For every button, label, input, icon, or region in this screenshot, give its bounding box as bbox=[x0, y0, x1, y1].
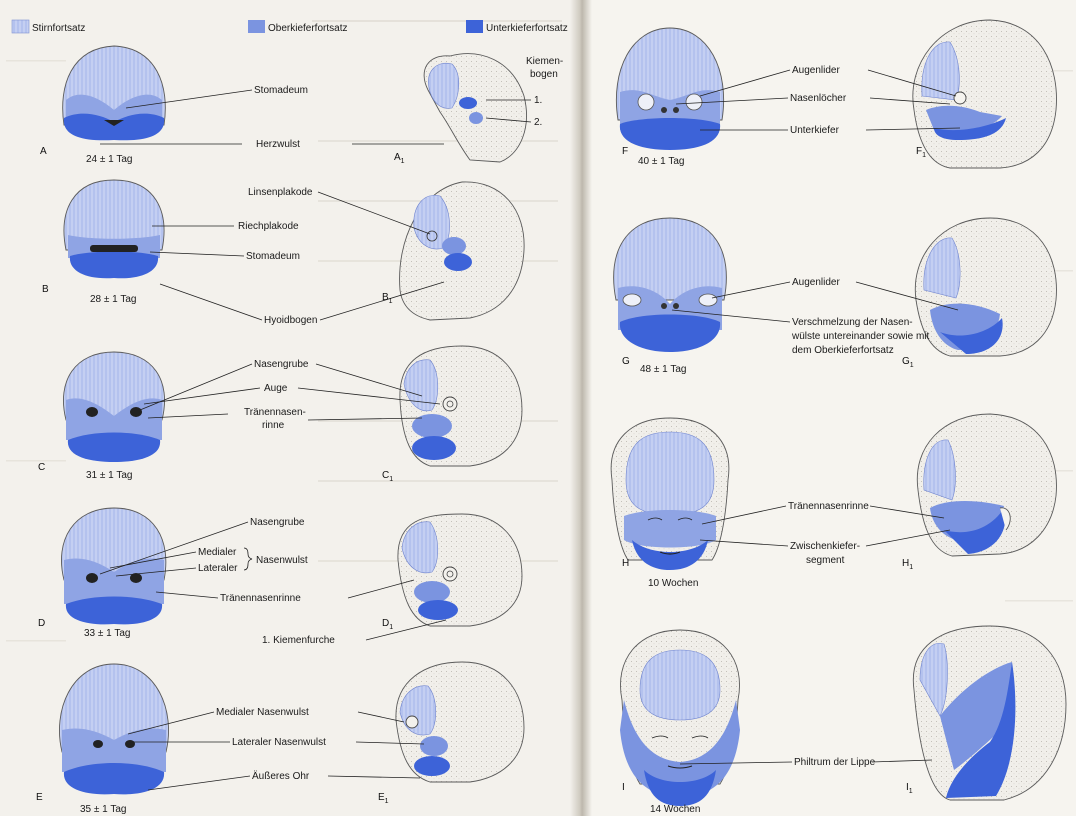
label-kiemenfurche: 1. Kiemenfurche bbox=[262, 635, 335, 646]
label-nasenloecher: Nasenlöcher bbox=[790, 93, 847, 104]
stage-a-lateral bbox=[424, 54, 526, 162]
stage-b-frontal bbox=[64, 180, 164, 278]
stage-b-lateral bbox=[400, 182, 525, 320]
letter-h: H bbox=[622, 558, 629, 569]
labels-right: Augenlider Nasenlöcher Unterkiefer Augen… bbox=[788, 65, 930, 768]
label-verschmelzung-2: wülste untereinander sowie mit bbox=[791, 331, 930, 342]
stage-i-lateral bbox=[913, 626, 1066, 800]
letter-i1: I1 bbox=[906, 782, 913, 795]
label-verschmelzung-1: Verschmelzung der Nasen- bbox=[792, 317, 913, 328]
letter-h1: H1 bbox=[902, 558, 913, 571]
label-hyoidbogen: Hyoidbogen bbox=[264, 315, 317, 326]
label-nasengrube-2: Nasengrube bbox=[250, 517, 305, 528]
stage-e-lateral bbox=[396, 662, 524, 782]
label-stomadeum-2: Stomadeum bbox=[246, 251, 300, 262]
stage-e-frontal bbox=[59, 664, 168, 794]
age-a: 24 ± 1 Tag bbox=[86, 154, 132, 165]
stage-f-frontal bbox=[616, 28, 723, 150]
legend-unterkieferfortsatz: Unterkieferfortsatz bbox=[486, 23, 568, 34]
label-kiemenbogen-2: bogen bbox=[530, 69, 558, 80]
age-c: 31 ± 1 Tag bbox=[86, 470, 132, 481]
letter-i: I bbox=[622, 782, 625, 793]
label-zwischenkiefer-2: segment bbox=[806, 555, 845, 566]
label-augenlider-2: Augenlider bbox=[792, 277, 840, 288]
stage-c-frontal bbox=[63, 352, 164, 462]
label-traenennasen-2: rinne bbox=[262, 420, 285, 431]
letter-b: B bbox=[42, 284, 49, 295]
letter-d: D bbox=[38, 618, 45, 629]
stage-g-frontal bbox=[614, 218, 727, 352]
stage-a-frontal bbox=[63, 46, 166, 140]
age-e: 35 ± 1 Tag bbox=[80, 804, 126, 815]
stage-c-lateral bbox=[400, 346, 522, 466]
letter-g: G bbox=[622, 356, 630, 367]
stage-g-lateral bbox=[915, 218, 1056, 356]
label-riechplakode: Riechplakode bbox=[238, 221, 299, 232]
stage-f-lateral bbox=[913, 20, 1057, 168]
letter-e: E bbox=[36, 792, 43, 803]
legend: Stirnfortsatz Oberkieferfortsatz Unterki… bbox=[12, 20, 568, 34]
legend-oberkieferfortsatz: Oberkieferfortsatz bbox=[268, 23, 347, 34]
legend-swatch-stirnfortsatz bbox=[12, 20, 29, 33]
label-aeusseres-ohr: Äußeres Ohr bbox=[252, 770, 310, 782]
letter-c: C bbox=[38, 462, 45, 473]
age-i: 14 Wochen bbox=[650, 804, 700, 815]
label-nasengrube: Nasengrube bbox=[254, 359, 309, 370]
label-herzwulst: Herzwulst bbox=[256, 139, 300, 150]
stage-d-frontal bbox=[61, 508, 165, 624]
age-h: 10 Wochen bbox=[648, 578, 698, 589]
label-philtrum: Philtrum der Lippe bbox=[794, 757, 876, 768]
label-traenennasenrinne: Tränennasenrinne bbox=[220, 593, 301, 604]
letter-e1: E1 bbox=[378, 792, 389, 805]
label-bogen-1: 1. bbox=[534, 95, 542, 106]
label-lateraler-nasenwulst: Lateraler Nasenwulst bbox=[232, 737, 326, 748]
label-linsenplakode: Linsenplakode bbox=[248, 187, 313, 198]
label-stomadeum: Stomadeum bbox=[254, 85, 308, 96]
stage-h-frontal bbox=[611, 418, 729, 570]
legend-stirnfortsatz: Stirnfortsatz bbox=[32, 23, 85, 34]
stage-d-lateral bbox=[398, 514, 522, 626]
label-zwischenkiefer-1: Zwischenkiefer- bbox=[790, 541, 860, 552]
legend-swatch-oberkieferfortsatz bbox=[248, 20, 265, 33]
letter-b1: B1 bbox=[382, 292, 393, 305]
label-nasenwulst: Nasenwulst bbox=[256, 555, 308, 566]
label-bogen-2: 2. bbox=[534, 117, 542, 128]
label-lateraler: Lateraler bbox=[198, 563, 238, 574]
letter-g1: G1 bbox=[902, 356, 914, 369]
age-b: 28 ± 1 Tag bbox=[90, 294, 136, 305]
label-traenennasenrinne-2: Tränennasenrinne bbox=[788, 501, 869, 512]
letter-f: F bbox=[622, 146, 628, 157]
letter-a: A bbox=[40, 146, 47, 157]
label-medialer-nasenwulst: Medialer Nasenwulst bbox=[216, 707, 309, 718]
age-g: 48 ± 1 Tag bbox=[640, 364, 686, 375]
label-auge: Auge bbox=[264, 383, 288, 394]
label-medialer: Medialer bbox=[198, 547, 237, 558]
letter-d1: D1 bbox=[382, 618, 393, 631]
legend-swatch-unterkieferfortsatz bbox=[466, 20, 483, 33]
age-f: 40 ± 1 Tag bbox=[638, 156, 684, 167]
stage-h-lateral bbox=[917, 414, 1056, 556]
age-d: 33 ± 1 Tag bbox=[84, 628, 130, 639]
label-kiemenbogen: Kiemen- bbox=[526, 56, 563, 67]
label-unterkiefer: Unterkiefer bbox=[790, 125, 840, 136]
label-traenennasen-1: Tränennasen- bbox=[244, 407, 306, 418]
letter-a1: A1 bbox=[394, 152, 405, 165]
label-verschmelzung-3: dem Oberkieferfortsatz bbox=[792, 345, 894, 356]
stage-i-frontal bbox=[620, 630, 740, 806]
leader-lines bbox=[100, 70, 960, 790]
label-augenlider: Augenlider bbox=[792, 65, 840, 76]
